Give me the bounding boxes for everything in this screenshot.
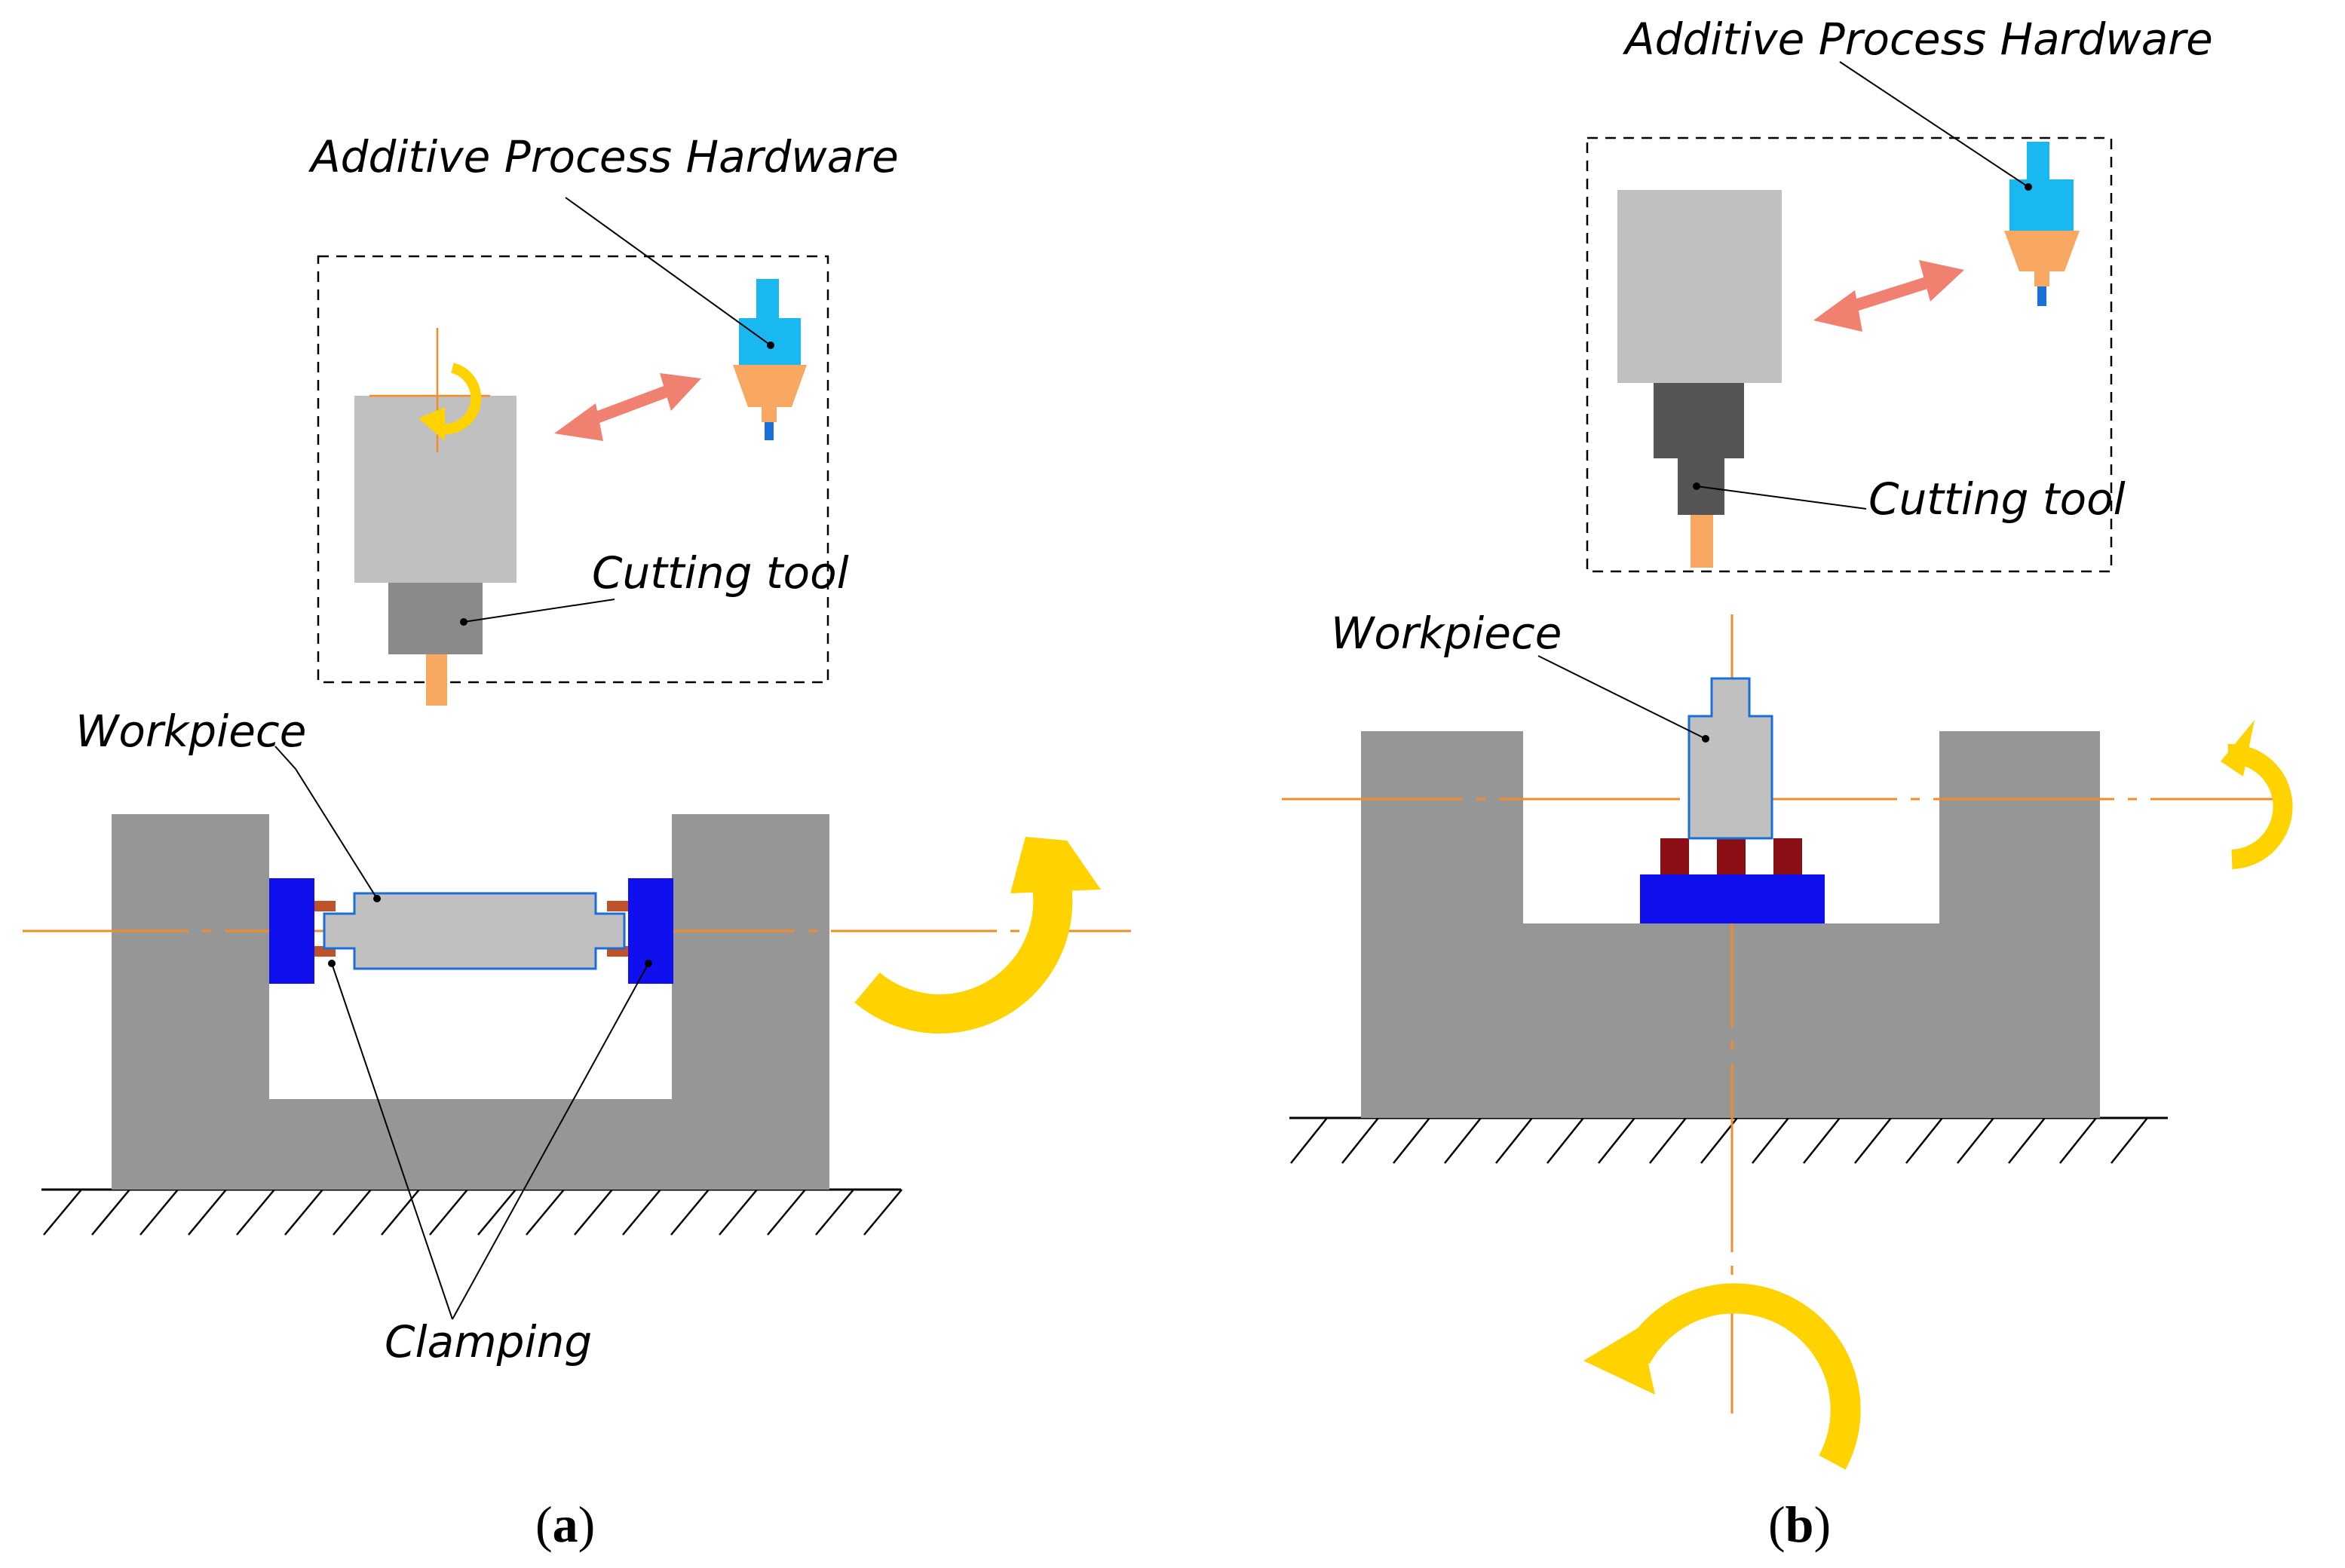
rotation-arrow-right-icon [2221, 720, 2293, 869]
workpiece-label-a: Workpiece [75, 706, 306, 757]
rotation-arrow-bottom-icon [1583, 1283, 1861, 1470]
head-box-b [1586, 136, 2113, 573]
panel-b: Additive Process Hardware Cutting tool W… [1282, 14, 2293, 1553]
cutting-tool-label-a: Cutting tool [592, 547, 849, 599]
rotation-arrow-icon [854, 837, 1101, 1034]
workpiece-b [1687, 677, 1773, 840]
head-box-a [317, 255, 829, 684]
machine-base-a [112, 814, 829, 1190]
ground-hatch-b [1289, 1116, 2168, 1164]
caption-b: (b) [1768, 1496, 1831, 1553]
leader-lines-b [1537, 61, 2032, 743]
workpiece-a [323, 892, 626, 970]
additive-hardware-label-a: Additive Process Hardware [308, 131, 899, 182]
exchange-double-arrow-b-icon [1813, 260, 1964, 332]
clamp-jaw-right-top [607, 901, 628, 911]
tool-holder-a [388, 583, 483, 654]
clamp-right [628, 878, 673, 984]
fixture-block-left [1660, 838, 1689, 874]
clamp-left [269, 878, 314, 984]
ground-hatch-a [41, 1188, 903, 1236]
workpiece-label-b: Workpiece [1331, 608, 1562, 659]
spindle-housing-b [1617, 190, 1782, 383]
panel-a: Additive Process Hardware Cutting tool W… [23, 131, 1131, 1553]
additive-nozzle-b-icon [2004, 142, 2080, 306]
fixture-block-center [1717, 838, 1746, 874]
tool-holder-b [1654, 383, 1744, 458]
additive-nozzle-icon [733, 279, 807, 440]
spindle-rotation-icon [418, 363, 482, 441]
clamping-label: Clamping [385, 1316, 592, 1367]
machine-base-b [1361, 731, 2100, 1118]
cutting-tool-tip-b [1691, 515, 1713, 568]
cutting-tool-tip-a [426, 654, 447, 706]
leader-lines-a [274, 197, 774, 1320]
exchange-double-arrow-icon [554, 373, 701, 441]
additive-hardware-label-b: Additive Process Hardware [1622, 14, 2213, 65]
caption-a: (a) [535, 1496, 595, 1553]
rotary-table [1640, 874, 1825, 923]
cutting-tool-label-b: Cutting tool [1868, 473, 2126, 525]
fixture-block-right [1773, 838, 1802, 874]
clamp-jaw-left-top [314, 901, 336, 911]
